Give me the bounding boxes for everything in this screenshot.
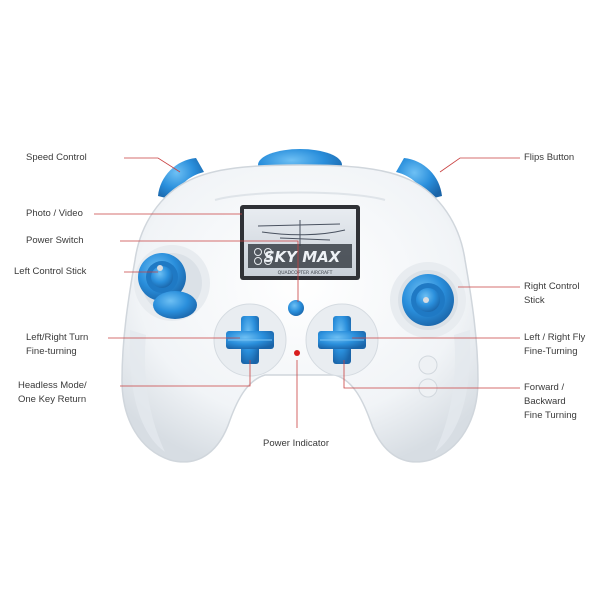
label-left-right-turn: Left/Right Turn Fine-turning — [26, 331, 88, 359]
label-flips-button: Flips Button — [524, 151, 574, 165]
label-photo-video-text: Photo / Video — [26, 208, 83, 219]
label-right-control-stick: Right Control Stick — [524, 280, 579, 308]
label-forward-backward-line1: Forward / — [524, 381, 577, 395]
center-button[interactable] — [288, 300, 304, 316]
label-power-indicator-text: Power Indicator — [263, 438, 329, 449]
label-flips-button-text: Flips Button — [524, 152, 574, 163]
label-speed-control: Speed Control — [26, 151, 87, 165]
label-headless-mode-line2: One Key Return — [18, 393, 87, 407]
joystick-right-icon[interactable] — [390, 262, 466, 338]
label-left-right-turn-line1: Left/Right Turn — [26, 331, 88, 345]
label-headless-mode-line1: Headless Mode/ — [18, 379, 87, 393]
label-power-indicator: Power Indicator — [263, 437, 329, 451]
label-headless-mode: Headless Mode/ One Key Return — [18, 379, 87, 407]
label-photo-video: Photo / Video — [26, 207, 83, 221]
label-left-right-turn-line2: Fine-turning — [26, 345, 88, 359]
screen-subtitle: QUADCOPTER AIRCRAFT — [278, 270, 333, 276]
lcd-screen — [240, 205, 360, 280]
leader-flips — [440, 158, 520, 172]
power-indicator-led — [294, 350, 300, 356]
label-left-right-fly: Left / Right Fly Fine-Turning — [524, 331, 585, 359]
label-left-right-fly-line2: Fine-Turning — [524, 345, 585, 359]
label-right-control-stick-line1: Right Control — [524, 280, 579, 294]
label-speed-control-text: Speed Control — [26, 152, 87, 163]
label-forward-backward-line2: Backward — [524, 395, 577, 409]
joystick-left-icon[interactable] — [134, 245, 210, 321]
label-power-switch: Power Switch — [26, 234, 84, 248]
label-forward-backward-line3: Fine Turning — [524, 409, 577, 423]
label-left-control-stick: Left Control Stick — [14, 265, 86, 279]
label-right-control-stick-line2: Stick — [524, 294, 579, 308]
dpad-right-icon[interactable] — [306, 304, 378, 376]
label-forward-backward: Forward / Backward Fine Turning — [524, 381, 577, 423]
label-left-right-fly-line1: Left / Right Fly — [524, 331, 585, 345]
label-power-switch-text: Power Switch — [26, 235, 84, 246]
screen-title: SKY MAX — [264, 248, 342, 266]
label-left-control-stick-text: Left Control Stick — [14, 266, 86, 277]
